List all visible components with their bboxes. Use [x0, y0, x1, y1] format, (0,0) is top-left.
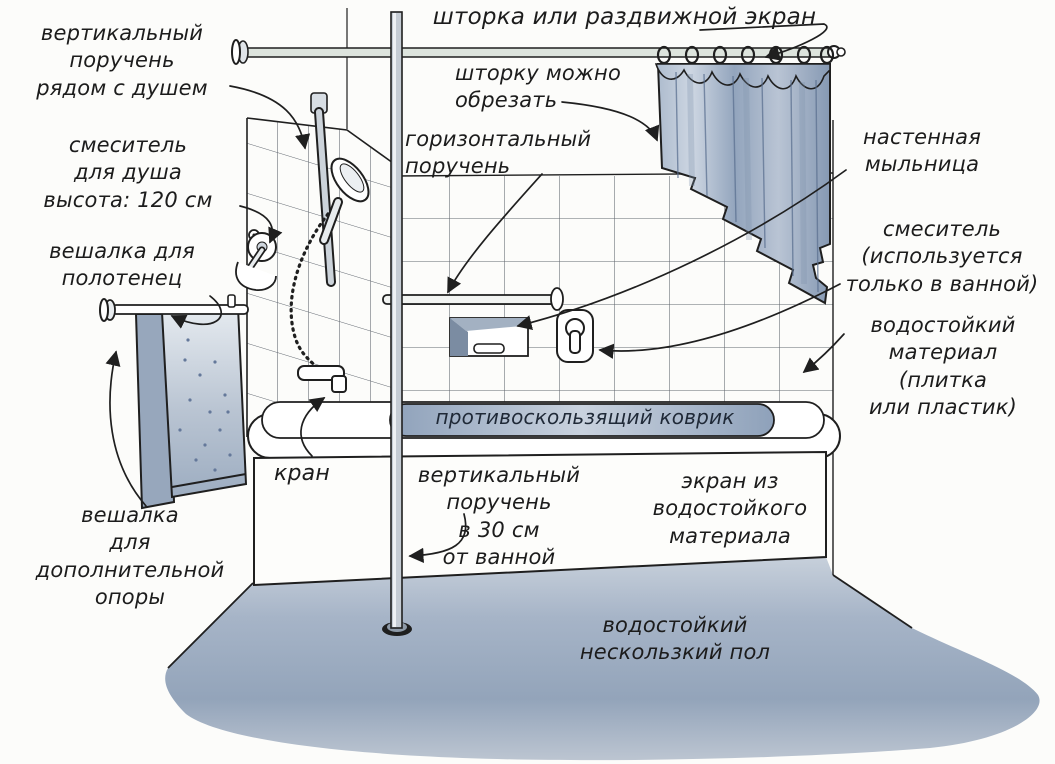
label-waterproof-material: водостойкий материал (плитка или пластик…	[868, 313, 1018, 419]
soap-bar	[473, 343, 505, 354]
label-curtain-can-be-cut: шторку можно обрезать	[455, 61, 622, 113]
horizontal-grab-bar	[382, 287, 564, 311]
label-waterproof-floor: водостойкий нескользкий пол	[579, 613, 771, 665]
leader-soap-dish	[516, 169, 847, 331]
label-wall-soap-dish: настенная мыльница	[862, 125, 982, 177]
leader-shower-mixer	[239, 205, 283, 244]
antislip-mat	[389, 403, 775, 437]
label-curtain-or-screen: шторка или раздвижной экран	[432, 4, 817, 30]
curtain-folds	[675, 71, 819, 293]
label-towel-rack: вешалка для полотенец	[49, 239, 195, 291]
leader-lines	[105, 23, 847, 563]
shower-assembly	[235, 92, 370, 374]
label-antislip-mat: противоскользящий коврик	[435, 405, 735, 429]
leader-horizontal-handrail	[447, 173, 543, 294]
curtain-rings	[656, 45, 835, 65]
leader-tap	[300, 397, 326, 457]
towel-rack	[99, 294, 249, 510]
label-extra-support-rack: вешалка для дополнительной опоры	[35, 503, 225, 609]
leader-curtain-cut	[561, 101, 660, 142]
label-vertical-handrail-near-shower: вертикальный поручень рядом с душем	[36, 21, 208, 100]
vertical-support-pole	[382, 11, 412, 636]
label-horizontal-handrail: горизонтальный поручень	[405, 127, 592, 179]
bath-spout	[297, 365, 347, 393]
shower-rail	[316, 109, 334, 285]
towel-speckles	[178, 338, 232, 472]
shower-handle	[321, 199, 341, 243]
leader-bath-mixer	[598, 283, 841, 359]
leader-waterproof-material	[802, 333, 845, 374]
leader-curtain	[699, 23, 828, 61]
label-waterproof-screen: экран из водостойкого материала	[652, 469, 808, 548]
leader-handrail-30cm	[408, 513, 467, 563]
label-tap: кран	[274, 461, 330, 486]
leader-towel-rack	[170, 295, 222, 329]
label-shower-mixer-height: смеситель для душа высота: 120 см	[43, 133, 213, 212]
shower-curtain	[654, 45, 835, 305]
leader-extra-support	[105, 350, 147, 507]
curtain-scalloped-top	[654, 63, 831, 90]
label-bath-mixer: смеситель (используется только в ванной)	[845, 217, 1039, 296]
rail-wall-flange	[99, 298, 109, 322]
bath-wall-mixer	[556, 309, 594, 363]
soap-niche	[449, 317, 529, 357]
waterproof-floor	[165, 557, 1040, 761]
shower-hose	[289, 212, 330, 374]
towel-front	[160, 305, 248, 499]
leader-vertical-handrail-shower	[229, 85, 311, 150]
label-vertical-handrail-30cm: вертикальный поручень в 30 см от ванной	[417, 463, 581, 569]
